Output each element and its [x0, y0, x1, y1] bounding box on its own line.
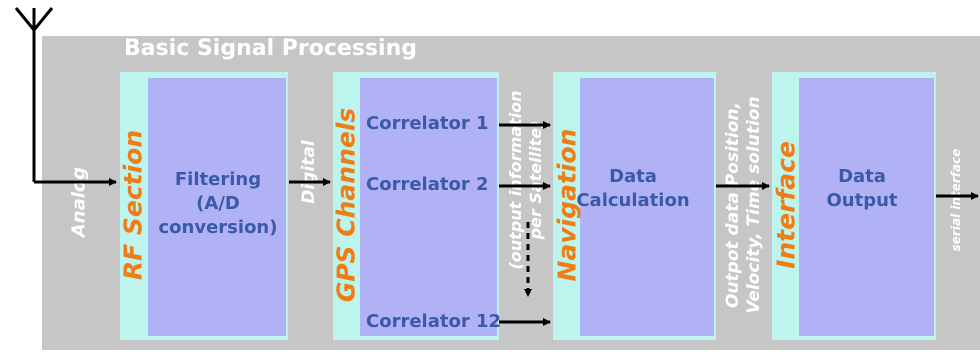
panel-title: Basic Signal Processing	[124, 36, 417, 61]
filtering-text: Filtering (A/D conversion)	[158, 169, 278, 238]
navigation-inner	[580, 78, 714, 336]
correlator-2: Correlator 2	[366, 174, 489, 195]
gps-channels-inner	[360, 78, 497, 336]
correlator-12: Correlator 12	[366, 311, 502, 332]
data-output-text: Data Output	[826, 166, 898, 211]
data-calculation-text: Data Calculation	[576, 166, 690, 211]
interface-inner	[799, 78, 934, 336]
correlator-1: Correlator 1	[366, 113, 489, 134]
antenna-icon	[14, 7, 54, 182]
rf-section-inner	[148, 78, 286, 336]
